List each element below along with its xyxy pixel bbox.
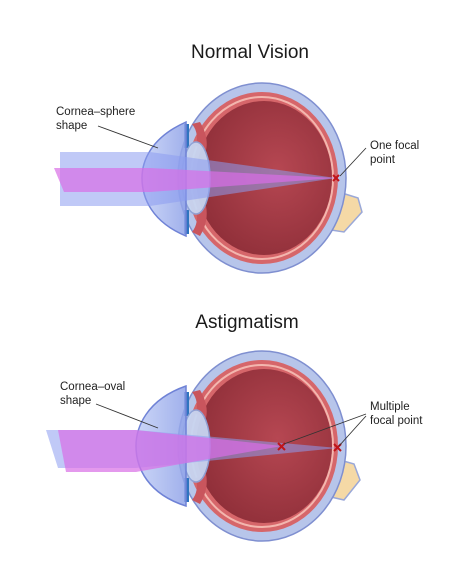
one-focal-point-label-line2: point [370, 154, 396, 166]
normal-light-beams [54, 152, 336, 206]
focal-leader-line-2 [338, 415, 367, 447]
magenta-beam [58, 430, 282, 472]
magenta-beam [54, 168, 336, 192]
focal-leader-line-1 [283, 413, 367, 445]
astigmatism-focal-point-marker-1 [277, 442, 286, 451]
astigmatism-light-beams [46, 430, 338, 472]
ciliary-body-bottom [192, 474, 207, 504]
ciliary-body-top [192, 390, 207, 418]
multiple-focal-point-label-line2: focal point [370, 415, 423, 427]
cornea-oval-label-line2: shape [60, 395, 91, 407]
ciliary-body-top [192, 122, 207, 150]
multiple-focal-point-label-line1: Multiple [370, 401, 410, 413]
focal-leader-line [339, 147, 367, 177]
cornea-sphere-label-line1: Cornea–sphere [56, 106, 135, 118]
cornea-sphere-label-line2: shape [56, 120, 87, 132]
normal-vision-panel: Normal Vision [54, 42, 419, 274]
ciliary-body-bottom [192, 206, 207, 236]
astigmatism-panel: Astigmatism [46, 312, 423, 542]
astigmatism-title: Astigmatism [195, 312, 298, 333]
cornea-leader-line [95, 403, 159, 429]
one-focal-point-label-line1: One focal [370, 140, 419, 152]
normal-focal-point-marker [332, 174, 340, 182]
cornea-oval-label-line1: Cornea–oval [60, 381, 125, 393]
cornea-leader-line [97, 125, 159, 149]
normal-vision-title: Normal Vision [191, 42, 309, 63]
